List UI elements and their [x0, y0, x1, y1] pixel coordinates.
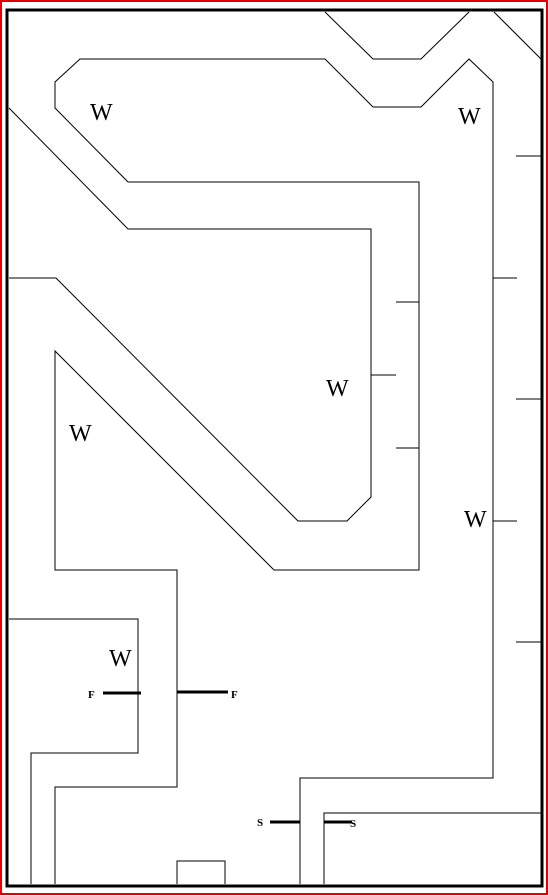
outer-black-frame	[5, 8, 544, 888]
label-s-left: S	[257, 817, 263, 829]
label-w-6: W	[109, 646, 132, 672]
label-s-right: S	[350, 818, 356, 830]
label-f-left: F	[88, 689, 95, 701]
lower-left-room-wall	[9, 618, 139, 884]
label-w-5: W	[464, 507, 487, 533]
bottom-small-box	[176, 860, 226, 884]
label-w-4: W	[69, 421, 92, 447]
lower-right-room-wall	[323, 812, 541, 884]
upper-loop-top-wall	[54, 58, 494, 884]
label-f-right: F	[231, 689, 238, 701]
label-w-1: W	[90, 100, 113, 126]
label-w-2: W	[458, 104, 481, 130]
upper-loop-outer-wall	[54, 181, 420, 884]
top-right-corner-diagonal	[493, 11, 542, 60]
inner-diagonal-wall	[8, 107, 372, 522]
top-notch-wall	[324, 11, 470, 60]
label-w-3: W	[326, 376, 349, 402]
